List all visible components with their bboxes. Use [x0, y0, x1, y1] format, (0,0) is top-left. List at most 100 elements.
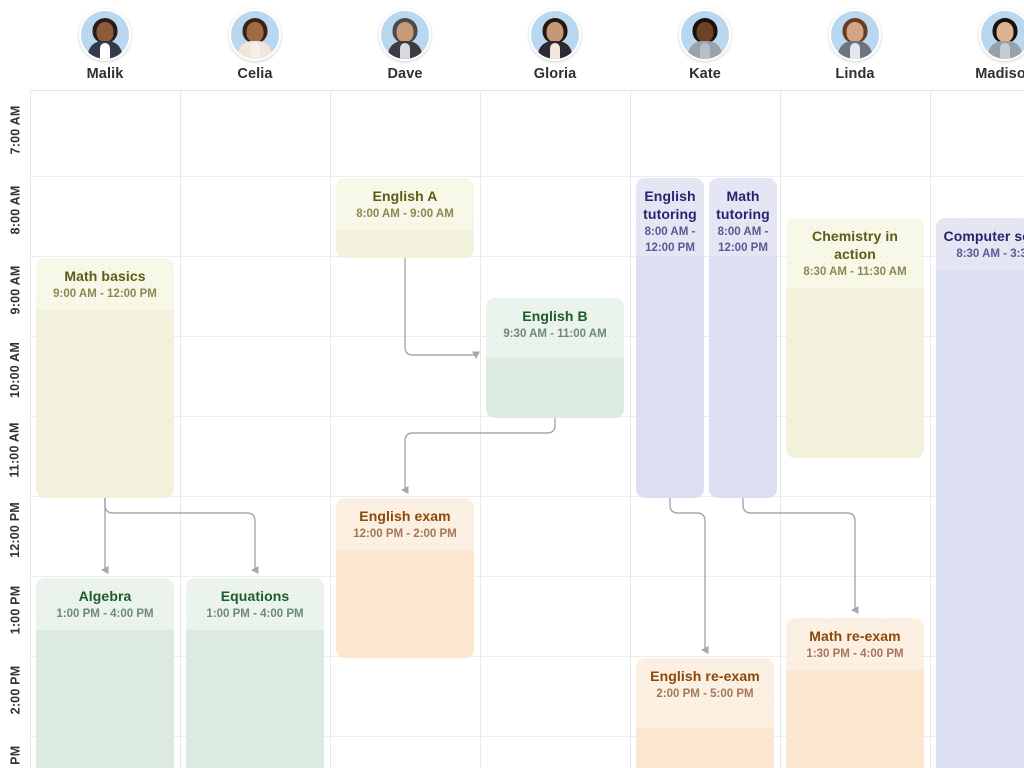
event-body: [36, 630, 174, 768]
event-title: English re-exam: [650, 668, 760, 684]
event-time-range: 8:00 AM - 12:00 PM: [717, 226, 769, 254]
event-body: [936, 270, 1024, 768]
event-time-range: 8:30 AM - 11:30 AM: [803, 266, 907, 278]
event-title: Algebra: [78, 588, 132, 604]
person-name: Malik: [86, 66, 124, 82]
event-time-range: 9:00 AM - 12:00 PM: [53, 288, 157, 300]
event-time-range: 2:00 PM - 5:00 PM: [656, 688, 754, 700]
avatar-celia-icon[interactable]: [229, 9, 281, 61]
event-time-range: 12:00 PM - 2:00 PM: [353, 528, 457, 540]
grid-hour-line: [30, 736, 1024, 737]
event-title: Math basics: [64, 268, 146, 284]
event-card-chemistry-in-action[interactable]: Chemistry in action 8:30 AM - 11:30 AM: [786, 218, 924, 458]
event-card-algebra[interactable]: Algebra 1:00 PM - 4:00 PM: [36, 578, 174, 768]
time-label-text: 12:00 PM: [8, 502, 23, 558]
event-time-range: 8:00 AM - 9:00 AM: [356, 208, 454, 220]
person-column-header-dave[interactable]: Dave: [330, 0, 480, 90]
event-body: [709, 256, 777, 498]
event-card-math-re-exam[interactable]: Math re-exam 1:30 PM - 4:00 PM: [786, 618, 924, 768]
time-label-text: 2:00 PM: [8, 665, 22, 715]
event-header: Algebra 1:00 PM - 4:00 PM: [36, 578, 174, 630]
event-time-range: 1:30 PM - 4:00 PM: [806, 648, 904, 660]
avatar: [531, 11, 579, 59]
avatar: [81, 11, 129, 59]
person-column-header-kate[interactable]: Kate: [630, 0, 780, 90]
event-header: Math basics 9:00 AM - 12:00 PM: [36, 258, 174, 310]
time-label-text: 8:00 AM: [8, 185, 22, 235]
event-header: Chemistry in action 8:30 AM - 11:30 AM: [786, 218, 924, 288]
grid-hour-line: [30, 496, 1024, 497]
time-label-text: 9:00 AM: [8, 265, 22, 315]
event-body: [786, 288, 924, 458]
avatar-malik-icon[interactable]: [79, 9, 131, 61]
event-body: [486, 358, 624, 418]
grid-hour-line: [30, 256, 1024, 257]
time-label: 3:00 PM: [0, 730, 30, 768]
event-time-range: 1:00 PM - 4:00 PM: [206, 608, 304, 620]
time-label: 12:00 PM: [0, 490, 30, 570]
time-label: 10:00 AM: [0, 330, 30, 410]
avatar-kate-icon[interactable]: [679, 9, 731, 61]
person-column-header-linda[interactable]: Linda: [780, 0, 930, 90]
event-card-math-basics[interactable]: Math basics 9:00 AM - 12:00 PM: [36, 258, 174, 498]
event-card-math-tutoring[interactable]: Math tutoring 8:00 AM - 12:00 PM: [709, 178, 777, 498]
avatar: [381, 11, 429, 59]
grid-column-divider: [180, 90, 181, 768]
avatar: [981, 11, 1024, 59]
person-column-header-madison[interactable]: Madison: [930, 0, 1024, 90]
event-header: Math tutoring 8:00 AM - 12:00 PM: [709, 178, 777, 256]
time-label: 9:00 AM: [0, 250, 30, 330]
grid-column-divider: [330, 90, 331, 768]
event-title: English tutoring: [643, 188, 697, 222]
event-header: English re-exam 2:00 PM - 5:00 PM: [636, 658, 774, 728]
avatar-linda-icon[interactable]: [829, 9, 881, 61]
event-time-range: 1:00 PM - 4:00 PM: [56, 608, 154, 620]
avatar-gloria-icon[interactable]: [529, 9, 581, 61]
person-column-header-celia[interactable]: Celia: [180, 0, 330, 90]
event-body: [636, 256, 704, 498]
person-name: Linda: [835, 66, 875, 82]
event-title: Math re-exam: [809, 628, 901, 644]
grid-hour-line: [30, 176, 1024, 177]
time-label: 1:00 PM: [0, 570, 30, 650]
avatar-dave-icon[interactable]: [379, 9, 431, 61]
time-label-text: 7:00 AM: [8, 105, 22, 155]
event-card-english-exam[interactable]: English exam 12:00 PM - 2:00 PM: [336, 498, 474, 658]
grid-top-border: [30, 90, 1024, 91]
event-card-english-a[interactable]: English A 8:00 AM - 9:00 AM: [336, 178, 474, 258]
event-title: English A: [372, 188, 438, 204]
avatar-madison-icon[interactable]: [979, 9, 1024, 61]
time-label: 7:00 AM: [0, 90, 30, 170]
person-column-header-gloria[interactable]: Gloria: [480, 0, 630, 90]
event-title: Math tutoring: [716, 188, 770, 222]
event-title: English exam: [359, 508, 451, 524]
event-body: [336, 230, 474, 258]
event-card-computer-science[interactable]: Computer science8:30 AM - 3:30 PM: [936, 218, 1024, 768]
event-title: English B: [522, 308, 588, 324]
grid-column-divider: [930, 90, 931, 768]
time-label-text: 3:00 PM: [8, 746, 22, 768]
event-body: [636, 728, 774, 768]
time-label: 8:00 AM: [0, 170, 30, 250]
person-column-header-malik[interactable]: Malik: [30, 0, 180, 90]
event-card-english-re-exam[interactable]: English re-exam 2:00 PM - 5:00 PM: [636, 658, 774, 768]
time-label: 2:00 PM: [0, 650, 30, 730]
grid-column-divider: [630, 90, 631, 768]
event-header: Computer science8:30 AM - 3:30 PM: [936, 218, 1024, 270]
grid-hour-line: [30, 576, 1024, 577]
person-name: Gloria: [533, 66, 577, 82]
time-label: 11:00 AM: [0, 410, 30, 490]
event-title: Chemistry in action: [812, 228, 898, 262]
person-name: Dave: [387, 66, 423, 82]
avatar: [231, 11, 279, 59]
person-name: Celia: [237, 66, 273, 82]
